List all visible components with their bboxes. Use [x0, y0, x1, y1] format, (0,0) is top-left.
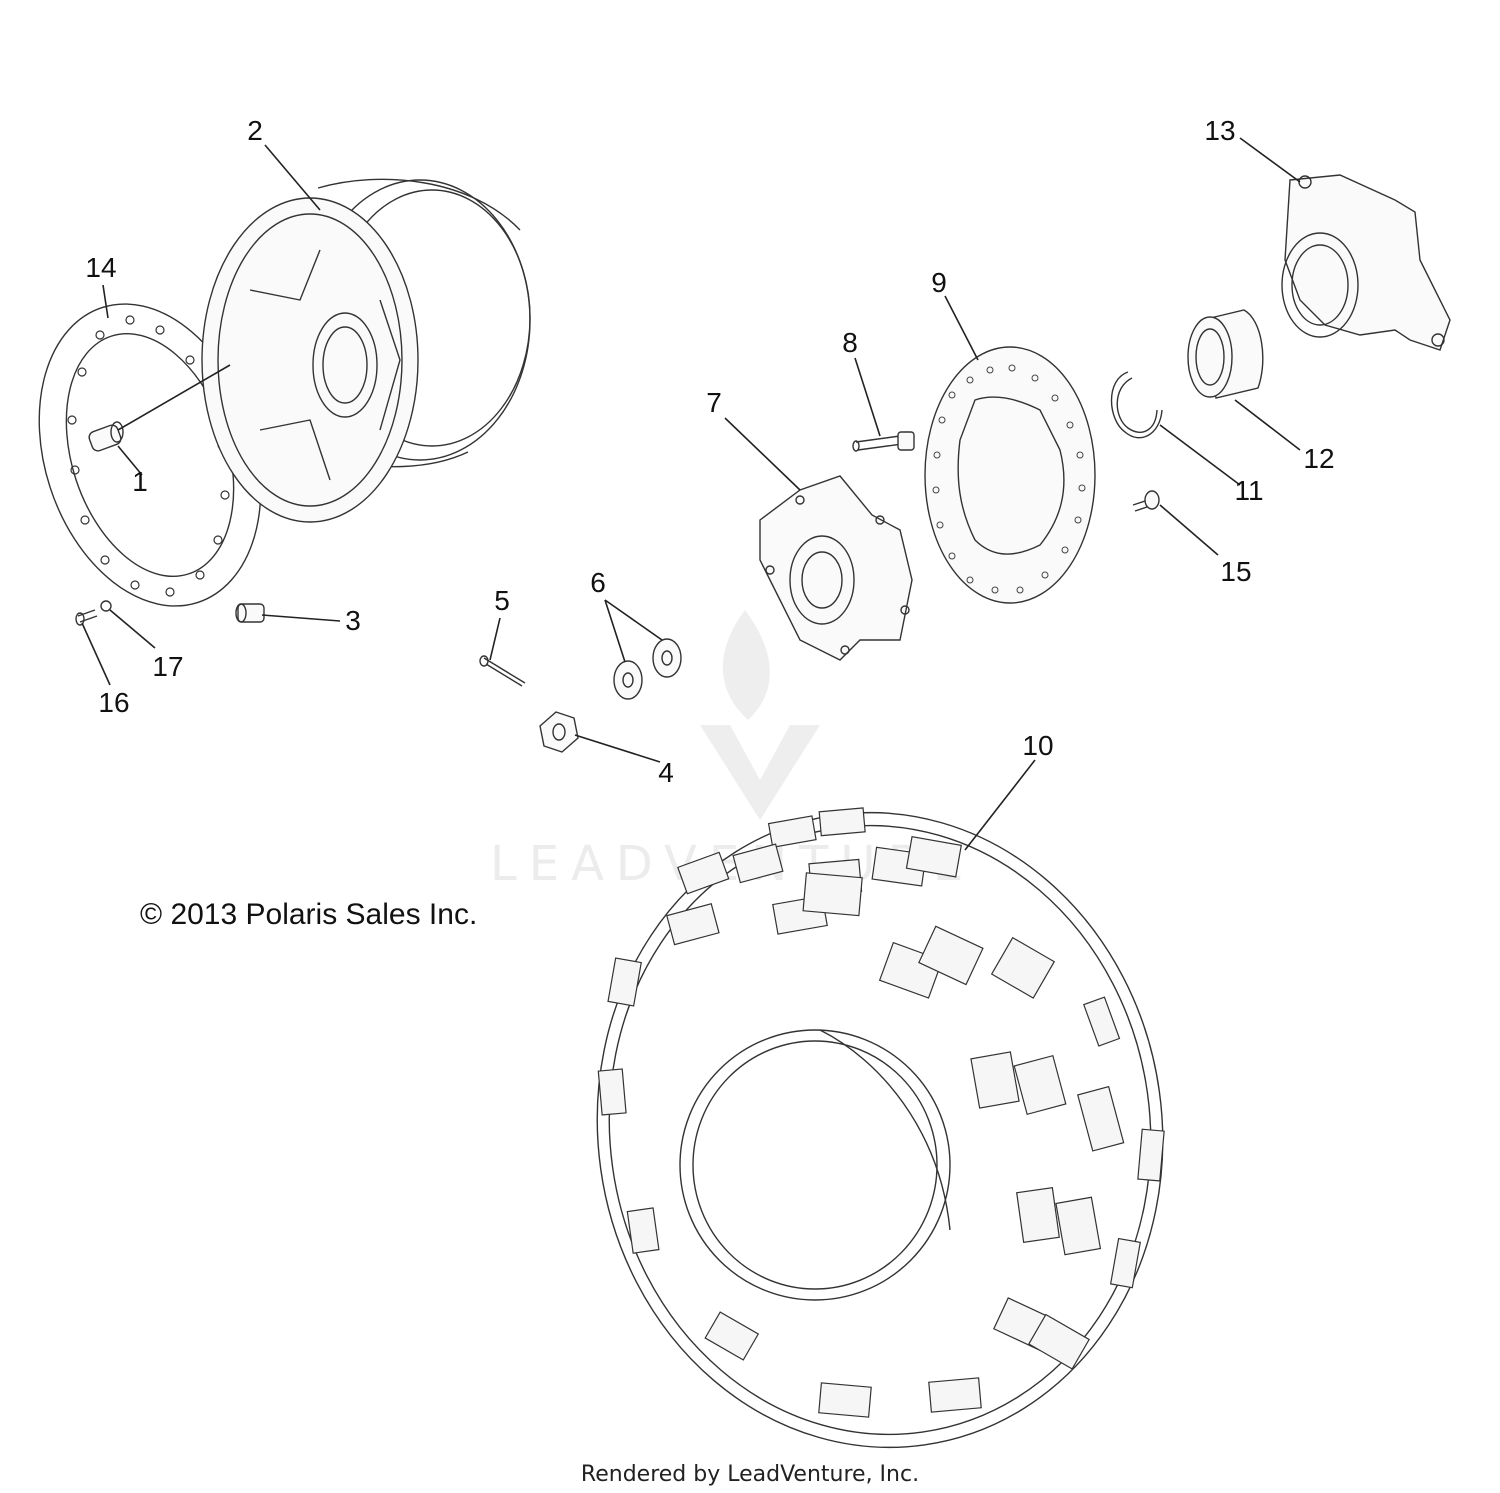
callout-9: 9 — [931, 267, 947, 298]
callout-1: 1 — [132, 466, 148, 497]
callout-17: 17 — [152, 651, 183, 682]
footer-credit: Rendered by LeadVenture, Inc. — [581, 1462, 919, 1487]
washers — [613, 638, 682, 700]
wheel-bearing — [1187, 309, 1264, 399]
steering-knuckle — [1281, 174, 1451, 351]
disc-bolt — [1132, 490, 1160, 512]
callout-labels: 1 2 3 4 5 6 7 8 9 10 11 12 13 14 15 16 1… — [85, 115, 1334, 788]
callout-4: 4 — [658, 757, 674, 788]
callout-10: 10 — [1022, 730, 1053, 761]
callout-3: 3 — [345, 605, 361, 636]
callout-6: 6 — [590, 567, 606, 598]
callout-13: 13 — [1204, 115, 1235, 146]
copyright-notice: © 2013 Polaris Sales Inc. — [140, 898, 477, 931]
callout-14: 14 — [85, 252, 116, 283]
callout-12: 12 — [1303, 443, 1334, 474]
callout-5: 5 — [494, 585, 510, 616]
callout-7: 7 — [706, 387, 722, 418]
brake-disc — [924, 346, 1096, 604]
callout-2: 2 — [247, 115, 263, 146]
wheel-rim — [201, 178, 531, 523]
leader-lines — [81, 137, 1301, 851]
cotter-pin — [479, 655, 526, 687]
wheel-stud — [852, 431, 915, 452]
callout-15: 15 — [1220, 556, 1251, 587]
callout-16: 16 — [98, 687, 129, 718]
castle-nut — [539, 711, 579, 753]
beadlock-nut — [235, 603, 265, 623]
retaining-ring — [1110, 371, 1163, 439]
tire — [596, 807, 1165, 1449]
wheel-hub — [759, 475, 913, 661]
bolt-and-washer — [75, 600, 112, 626]
leadventure-watermark: LEADVENTURE — [490, 610, 963, 892]
callout-11: 11 — [1234, 475, 1263, 506]
valve-stem — [88, 421, 124, 452]
callout-8: 8 — [842, 327, 858, 358]
